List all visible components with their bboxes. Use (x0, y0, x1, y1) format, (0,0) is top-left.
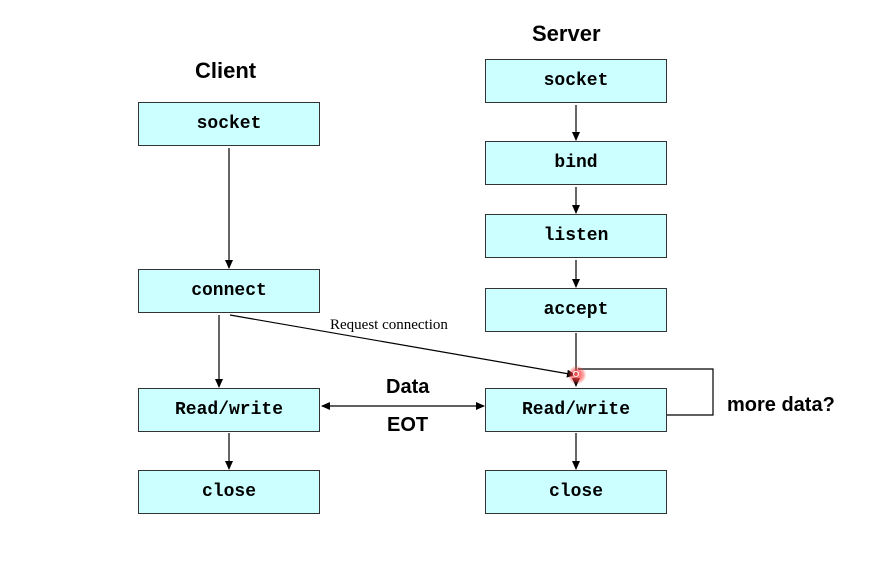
client-connect-box: connect (138, 269, 320, 313)
more-data-label: more data? (727, 394, 835, 416)
server-readwrite-box: Read/write (485, 388, 667, 432)
more-data-loop (578, 368, 714, 416)
client-heading: Client (195, 58, 257, 83)
server-bind-box: bind (485, 141, 667, 185)
eot-label: EOT (387, 414, 429, 436)
server-heading: Server (532, 21, 601, 46)
server-accept-box: accept (485, 288, 667, 332)
cursor-highlight-icon (568, 366, 586, 384)
request-connection-arrow (229, 314, 576, 378)
server-socket-box: socket (485, 59, 667, 103)
request-connection-label: Request connection (330, 317, 448, 333)
client-close-box: close (138, 470, 320, 514)
server-listen-box: listen (485, 214, 667, 258)
client-socket-box: socket (138, 102, 320, 146)
client-readwrite-box: Read/write (138, 388, 320, 432)
server-close-box: close (485, 470, 667, 514)
data-label: Data (386, 376, 430, 398)
